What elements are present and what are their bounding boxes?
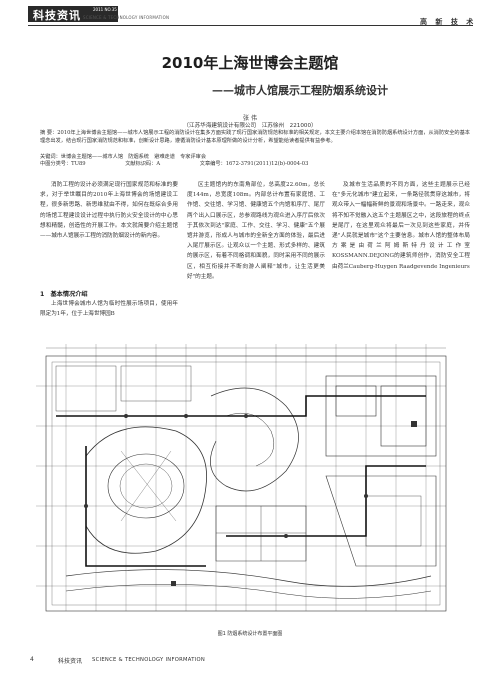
intro-paragraph: 消防工程的设计必须满足现行国家规范和标准的要求，对于举世瞩目的2010年上海世博… bbox=[40, 182, 178, 240]
journal-name: 科技资讯 bbox=[33, 9, 81, 22]
section-paragraph: 上海世博会城市人馆为临时性展示场项目，使用年限定为1年，位于上海世博园B bbox=[40, 301, 178, 318]
footer-journal: 科技资讯 bbox=[58, 658, 83, 665]
journal-banner bbox=[28, 6, 118, 22]
section-label: 高 新 技 术 bbox=[420, 18, 477, 26]
body-column-1: 消防工程的设计必须满足现行国家规范和标准的要求，对于举世瞩目的2010年上海世博… bbox=[40, 180, 178, 241]
article-number: 文章编号：1672-3791(2011)12(b)-0004-03 bbox=[199, 161, 309, 167]
body-column-3: 及城市生活品质的不同方面，这些主题展示已经在"多元化城市"建立起来，一条路径就贯… bbox=[332, 180, 470, 272]
floor-plan-drawing bbox=[36, 344, 447, 612]
abstract: 摘 要：2010年上海世博会主题馆——城市人馆展示工程的消防设计在集多方面实践了… bbox=[40, 130, 470, 144]
body-paragraph: 区主题馆内的东南角部位，总高度22.60m，总长度144m，总宽度108m。内部… bbox=[187, 182, 325, 280]
header-rule bbox=[28, 25, 473, 26]
classification-line: 中图分类号：TU89 文献标识码：A 文章编号：1672-3791(2011)1… bbox=[40, 160, 470, 167]
figure-caption: 图1 防烟系统设计布置平面图 bbox=[217, 631, 283, 637]
affiliation: （江苏华海建筑设计有限公司 江苏徐州 221000） bbox=[183, 123, 317, 129]
body-column-2: 区主题馆内的东南角部位，总高度22.60m，总长度144m，总宽度108m。内部… bbox=[187, 180, 325, 282]
issue-number: 2011 NO.35 bbox=[93, 7, 117, 12]
journal-name-en: SCIENCE & TECHNOLOGY INFORMATION bbox=[83, 15, 170, 20]
article-title: 2010年上海世博会主题馆 bbox=[161, 54, 339, 72]
footer-journal-en: SCIENCE & TECHNOLOGY INFORMATION bbox=[92, 657, 206, 663]
clc-number: 中图分类号：TU89 bbox=[40, 161, 86, 167]
section-heading: 1 基本情况介绍 bbox=[40, 291, 88, 298]
author: 张 伟 bbox=[243, 115, 257, 122]
page-number: 4 bbox=[30, 656, 34, 663]
keywords: 关键词：世博会主题馆——城市人馆 防烟系统 避难走道 专家评审会 bbox=[40, 154, 207, 160]
body-paragraph: 及城市生活品质的不同方面，这些主题展示已经在"多元化城市"建立起来，一条路径就贯… bbox=[332, 182, 470, 270]
article-subtitle: ——城市人馆展示工程防烟系统设计 bbox=[212, 84, 388, 97]
document-code: 文献标识码：A bbox=[125, 161, 161, 167]
